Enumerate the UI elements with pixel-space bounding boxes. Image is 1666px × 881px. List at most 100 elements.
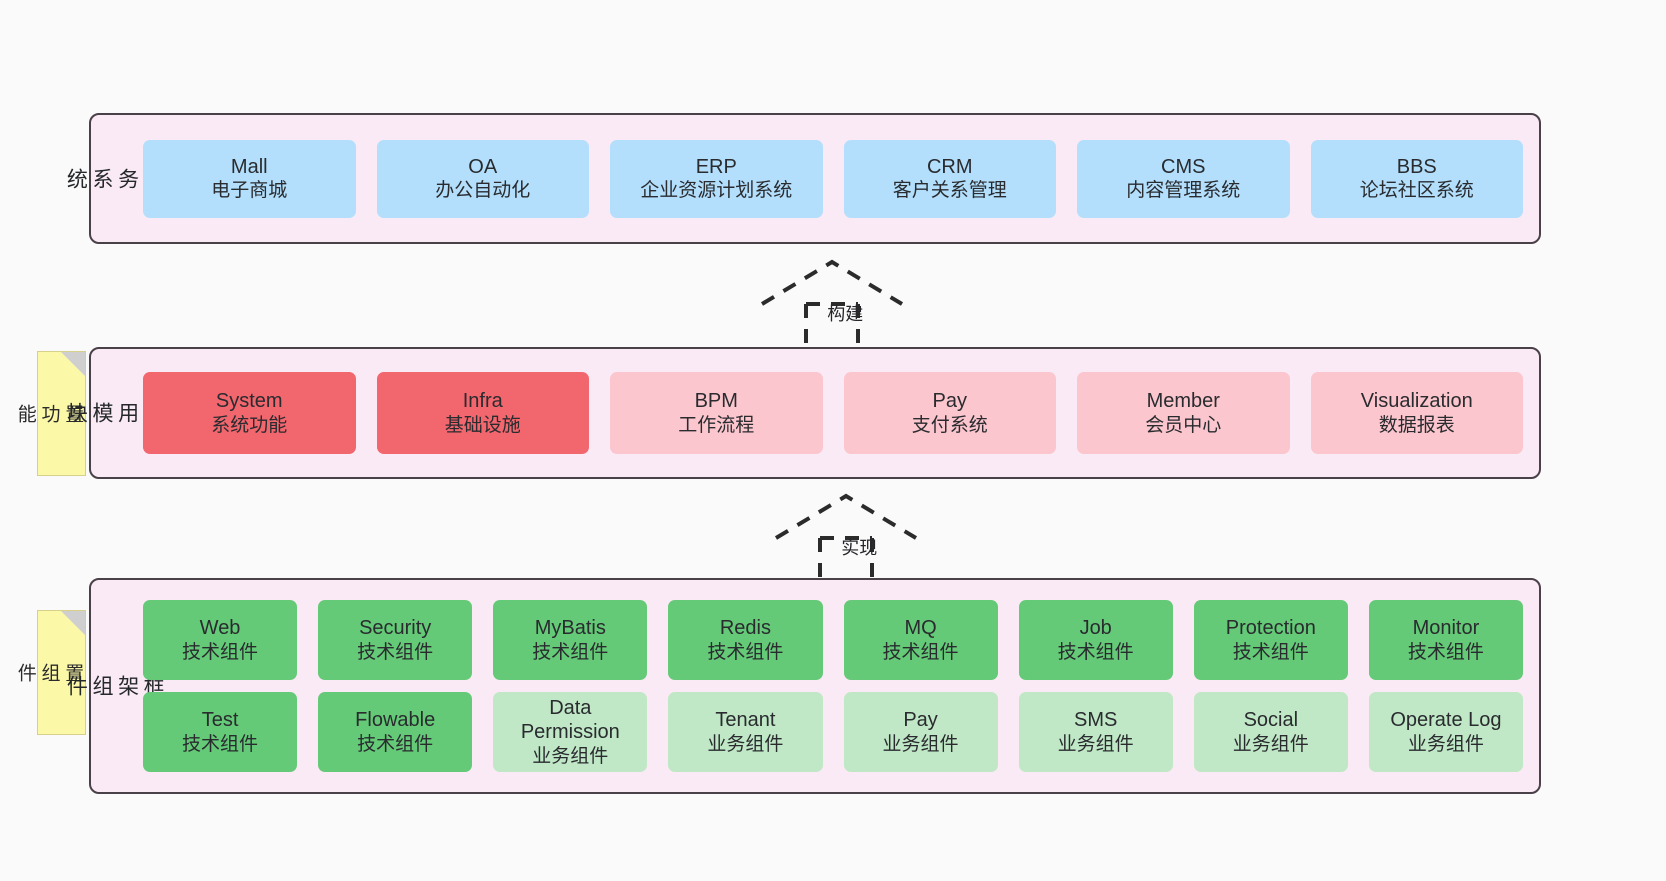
node-erp[interactable]: ERP 企业资源计划系统	[610, 139, 823, 218]
node-title: System	[215, 390, 283, 413]
node-title: Visualization	[1360, 390, 1473, 413]
node-subtitle: 基础设施	[444, 414, 521, 436]
node-subtitle: 数据报表	[1378, 414, 1455, 436]
node-title: MyBatis	[534, 617, 606, 640]
node-social[interactable]: Social 业务组件	[1193, 692, 1348, 772]
node-subtitle: 业务组件	[532, 745, 609, 767]
node-oa[interactable]: OA 办公自动化	[376, 139, 589, 218]
node-monitor[interactable]: Monitor 技术组件	[1368, 600, 1523, 680]
node-row: Mall 电子商城 OA 办公自动化 ERP 企业资源计划系统 CRM 客户关系…	[143, 139, 1523, 218]
node-title: Flowable	[355, 709, 436, 732]
node-operate-log[interactable]: Operate Log 业务组件	[1368, 692, 1523, 772]
node-subtitle: 技术组件	[182, 641, 259, 663]
layer-body-business-systems: Mall 电子商城 OA 办公自动化 ERP 企业资源计划系统 CRM 客户关系…	[137, 115, 1539, 242]
layer-body-framework-components: Web 技术组件 Security 技术组件 MyBatis 技术组件 Redi…	[137, 580, 1539, 792]
node-flowable[interactable]: Flowable 技术组件	[318, 692, 473, 772]
layer-title-business-systems: 业 务 系 统	[64, 167, 164, 190]
node-cms[interactable]: CMS 内容管理系统	[1077, 139, 1290, 218]
node-subtitle: 技术组件	[532, 641, 609, 663]
node-title: Infra	[462, 390, 503, 413]
node-title: Operate Log	[1390, 709, 1502, 732]
node-subtitle: 业务组件	[882, 733, 959, 755]
node-subtitle: 技术组件	[182, 733, 259, 755]
node-subtitle: 技术组件	[357, 641, 434, 663]
node-title: BPM	[694, 390, 738, 413]
node-subtitle: 技术组件	[1407, 641, 1484, 663]
node-title: MQ	[904, 617, 937, 640]
node-subtitle: 技术组件	[882, 641, 959, 663]
node-job[interactable]: Job 技术组件	[1018, 600, 1173, 680]
layer-framework-components[interactable]: 框 架 组 件 Web 技术组件 Security 技术组件 MyBatis 技…	[64, 578, 1541, 794]
node-data-permission[interactable]: Data Permission 业务组件	[493, 692, 648, 772]
node-mybatis[interactable]: MyBatis 技术组件	[493, 600, 648, 680]
node-title: OA	[468, 155, 498, 178]
node-pay-component[interactable]: Pay 业务组件	[843, 692, 998, 772]
node-tenant[interactable]: Tenant 业务组件	[668, 692, 823, 772]
connector-implement-label: 实现	[841, 538, 878, 558]
node-crm[interactable]: CRM 客户关系管理	[843, 139, 1056, 218]
layer-business-systems[interactable]: 业 务 系 统 Mall 电子商城 OA 办公自动化 ERP 企业资源计划系统 …	[64, 113, 1541, 244]
node-subtitle: 技术组件	[357, 733, 434, 755]
node-test[interactable]: Test 技术组件	[143, 692, 298, 772]
node-subtitle: 业务组件	[707, 733, 784, 755]
node-subtitle: 系统功能	[211, 414, 288, 436]
node-subtitle: 技术组件	[1057, 641, 1134, 663]
node-visualization[interactable]: Visualization 数据报表	[1310, 372, 1523, 454]
node-mq[interactable]: MQ 技术组件	[843, 600, 998, 680]
node-bpm[interactable]: BPM 工作流程	[610, 372, 823, 454]
connector-implement: 实现	[772, 490, 932, 582]
node-security[interactable]: Security 技术组件	[318, 600, 473, 680]
node-member[interactable]: Member 会员中心	[1077, 372, 1290, 454]
node-title: SMS	[1074, 709, 1118, 732]
node-row: Web 技术组件 Security 技术组件 MyBatis 技术组件 Redi…	[143, 600, 1523, 680]
node-pay-module[interactable]: Pay 支付系统	[843, 372, 1056, 454]
node-system[interactable]: System 系统功能	[143, 372, 356, 454]
node-row: System 系统功能 Infra 基础设施 BPM 工作流程 Pay 支付系统…	[143, 372, 1523, 454]
node-bbs[interactable]: BBS 论坛社区系统	[1310, 139, 1523, 218]
node-title: Member	[1146, 390, 1220, 413]
node-row: Test 技术组件 Flowable 技术组件 Data Permission …	[143, 692, 1523, 772]
node-subtitle: 技术组件	[707, 641, 784, 663]
node-subtitle: 业务组件	[1407, 733, 1484, 755]
node-subtitle: 工作流程	[678, 414, 755, 436]
node-subtitle: 办公自动化	[435, 180, 531, 202]
node-subtitle: 电子商城	[211, 180, 288, 202]
node-title: Web	[199, 617, 241, 640]
node-subtitle: 内容管理系统	[1126, 180, 1241, 202]
node-subtitle: 会员中心	[1145, 414, 1222, 436]
node-title: Job	[1079, 617, 1112, 640]
note-fold-corner-icon	[61, 352, 85, 376]
node-title: Security	[359, 617, 432, 640]
node-subtitle: 业务组件	[1057, 733, 1134, 755]
node-title: Test	[201, 709, 239, 732]
node-title: Mall	[230, 155, 268, 178]
node-title: Protection	[1225, 617, 1316, 640]
node-mall[interactable]: Mall 电子商城	[143, 139, 356, 218]
connector-build-label: 构建	[827, 304, 864, 324]
node-subtitle: 业务组件	[1232, 733, 1309, 755]
node-title: Monitor	[1412, 617, 1480, 640]
node-subtitle: 支付系统	[911, 414, 988, 436]
node-title: Redis	[719, 617, 771, 640]
connector-build: 构建	[758, 256, 918, 348]
node-redis[interactable]: Redis 技术组件	[668, 600, 823, 680]
node-title: BBS	[1396, 155, 1437, 178]
node-sms[interactable]: SMS 业务组件	[1018, 692, 1173, 772]
node-title: Social	[1243, 709, 1299, 732]
note-builtin-features: 内 置 功 能	[15, 351, 107, 476]
node-protection[interactable]: Protection 技术组件	[1193, 600, 1348, 680]
node-subtitle: 技术组件	[1232, 641, 1309, 663]
node-subtitle: 企业资源计划系统	[640, 180, 793, 202]
node-title: CMS	[1161, 155, 1206, 178]
node-title: Pay	[903, 709, 938, 732]
layer-common-modules[interactable]: 通 用 模 块 System 系统功能 Infra 基础设施 BPM 工作流程 …	[64, 347, 1541, 479]
node-subtitle: 客户关系管理	[892, 180, 1007, 202]
node-web[interactable]: Web 技术组件	[143, 600, 298, 680]
node-infra[interactable]: Infra 基础设施	[376, 372, 589, 454]
node-title: ERP	[695, 155, 737, 178]
node-title: Pay	[932, 390, 967, 413]
note-builtin-components: 内 置 组 件	[15, 610, 107, 735]
node-title: Tenant	[715, 709, 776, 732]
note-fold-corner-icon	[61, 611, 85, 635]
node-subtitle: 论坛社区系统	[1359, 180, 1474, 202]
